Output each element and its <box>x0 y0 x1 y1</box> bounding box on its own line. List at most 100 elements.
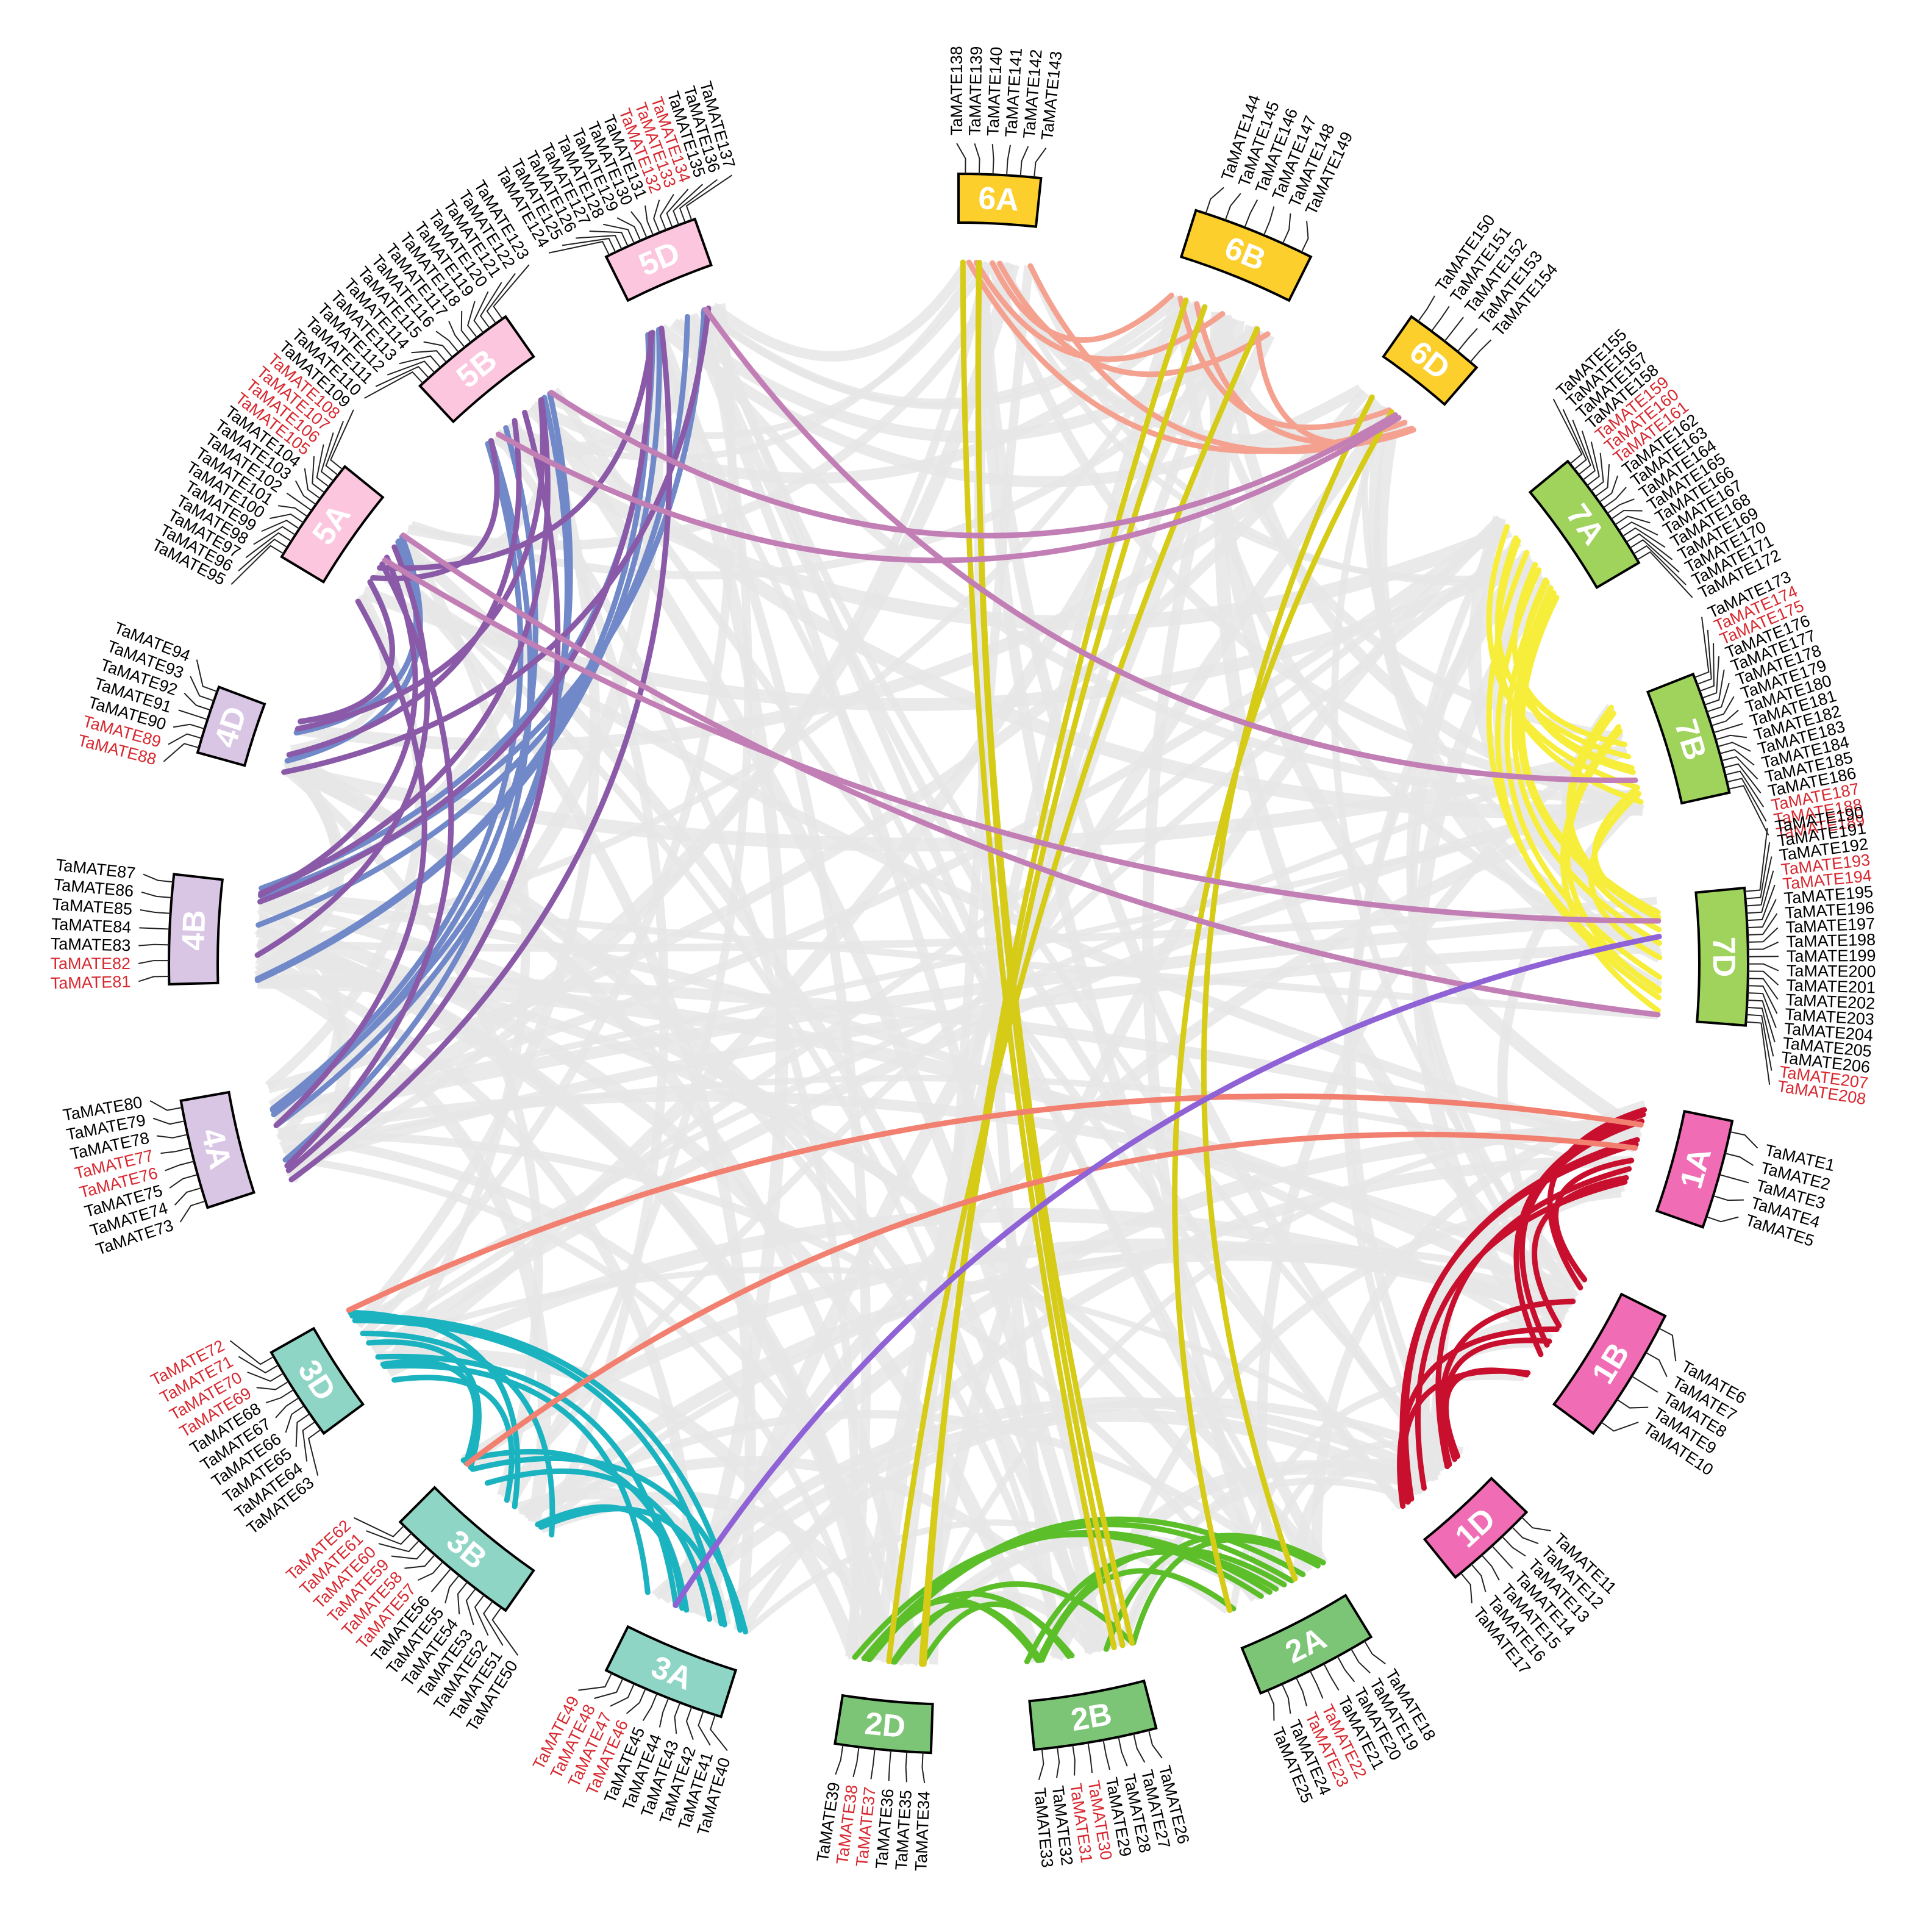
gene-tick <box>404 1555 435 1568</box>
gene-tick <box>312 456 324 493</box>
gene-tick <box>141 892 171 898</box>
gene-tick <box>160 1148 190 1153</box>
gene-tick <box>1700 643 1714 691</box>
gene-tick <box>710 1715 727 1750</box>
gene-tick <box>1103 1740 1110 1770</box>
gene-tick <box>139 928 170 929</box>
gene-tick <box>1088 1742 1092 1773</box>
gene-tick <box>445 1575 459 1603</box>
gene-tick <box>562 238 615 252</box>
gene-tick <box>1073 1745 1075 1775</box>
gene-tick <box>1646 1353 1667 1377</box>
gene-tick <box>1268 1690 1274 1721</box>
gene-label: TaMATE81 <box>50 973 130 993</box>
gene-tick <box>1747 1000 1775 1042</box>
gene-tick <box>853 1747 859 1777</box>
gene-tick <box>957 143 965 174</box>
gene-tick <box>1021 146 1029 176</box>
gene-tick <box>248 1372 284 1381</box>
gene-tick <box>906 1751 907 1782</box>
link-1-group <box>1445 1340 1549 1459</box>
gene-tick <box>1719 1175 1749 1182</box>
gene-tick <box>1730 1132 1757 1148</box>
gene-tick <box>466 1589 476 1625</box>
gene-tick <box>1747 914 1777 935</box>
gene-tick <box>366 1531 412 1544</box>
gene-tick <box>399 356 441 368</box>
gene-tick <box>1512 1527 1538 1544</box>
gene-tick <box>654 200 659 233</box>
gene-tick <box>309 1429 321 1476</box>
gene-tick <box>549 242 609 255</box>
gene-tick <box>1149 1730 1162 1758</box>
gene-tick <box>643 1694 657 1721</box>
gene-tick <box>617 218 640 241</box>
gene-tick <box>197 660 217 692</box>
gene-tick <box>493 1608 518 1656</box>
gene-tick <box>1470 340 1491 362</box>
gene-tick <box>143 875 173 882</box>
gene-tick <box>1302 221 1308 252</box>
gene-tick <box>1296 1678 1307 1706</box>
gene-tick <box>1432 306 1449 331</box>
gene-tick <box>1722 757 1758 779</box>
gene-tick <box>645 206 653 235</box>
gene-tick <box>474 292 488 333</box>
gene-tick <box>1611 510 1642 519</box>
gene-tick <box>603 224 634 243</box>
gene-tick <box>1007 145 1010 176</box>
gene-tick <box>173 724 204 729</box>
gene-tick <box>1444 317 1463 341</box>
gene-tick <box>163 743 199 762</box>
gene-tick <box>871 1749 874 1780</box>
gene-tick <box>1748 942 1779 950</box>
gene-tick <box>184 693 210 710</box>
gene-tick <box>1034 148 1046 177</box>
gene-tick <box>1283 213 1290 243</box>
gene-tick <box>1619 522 1658 535</box>
gene-tick <box>578 1673 612 1690</box>
gene-tick <box>1338 1656 1355 1682</box>
gene-tick <box>699 1711 710 1745</box>
gene-tick <box>140 910 171 914</box>
chromosome-label-4B: 4B <box>176 909 213 951</box>
chromosome-label-2B: 2B <box>1068 1697 1115 1739</box>
gene-tick <box>1746 871 1773 914</box>
gene-tick <box>138 945 169 946</box>
gene-tick <box>170 1175 198 1188</box>
link-1-group <box>1446 1370 1526 1456</box>
gene-label: TaMATE138 <box>948 46 966 135</box>
gene-tick <box>257 1381 289 1389</box>
gene-tick <box>138 976 169 981</box>
gene-tick <box>1324 1664 1338 1690</box>
gene-tick <box>674 1703 680 1734</box>
gene-tick <box>153 1118 185 1124</box>
gene-tick <box>1727 778 1766 821</box>
gene-tick <box>631 212 647 238</box>
gene-tick <box>1725 1153 1754 1165</box>
gene-tick <box>1461 1573 1472 1603</box>
gene-tick <box>157 1134 188 1137</box>
gene-tick <box>1615 517 1651 525</box>
gene-tick <box>276 1398 299 1418</box>
chromosome-label-6A: 6A <box>977 181 1019 218</box>
gene-tick <box>1133 1734 1144 1762</box>
gene-tick <box>680 180 717 223</box>
gene-tick <box>923 1753 925 1783</box>
gene-tick <box>1709 696 1734 718</box>
gene-label: TaMATE82 <box>50 954 130 973</box>
gene-tick <box>974 143 979 174</box>
gene-tick <box>165 1161 195 1170</box>
gene-tick <box>1745 828 1768 892</box>
gene-tick <box>475 1595 488 1635</box>
gene-tick <box>1310 1671 1323 1698</box>
gene-tick <box>1659 1328 1676 1361</box>
gene-tick <box>424 342 452 357</box>
gene-tick <box>1607 499 1634 513</box>
gene-tick <box>594 1678 623 1698</box>
gene-tick <box>418 1562 443 1580</box>
chromosome-label-7D: 7D <box>1706 937 1742 978</box>
gene-tick <box>627 1689 646 1714</box>
gene-tick <box>1118 1737 1127 1766</box>
